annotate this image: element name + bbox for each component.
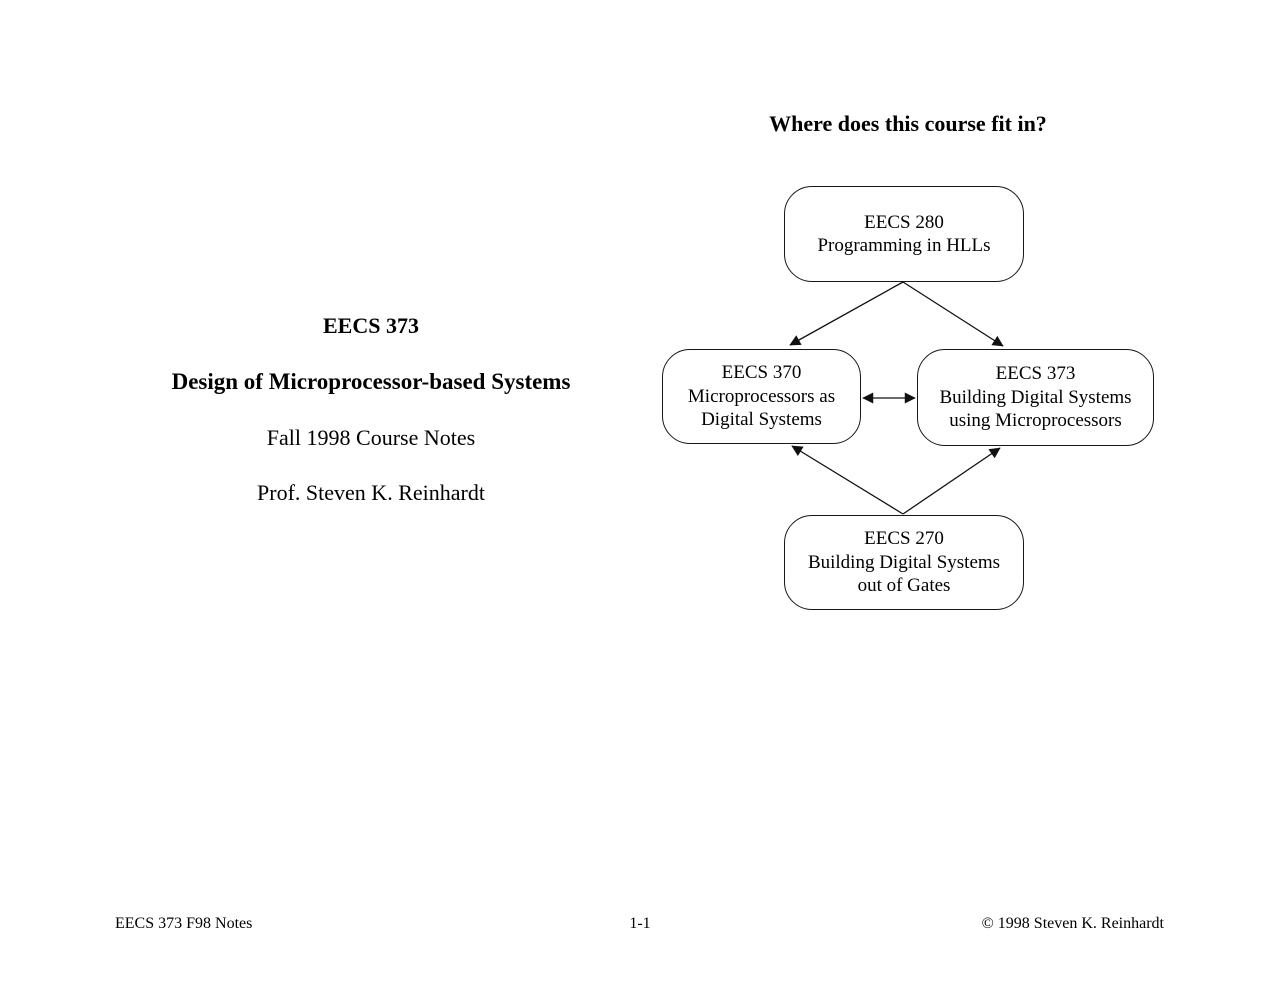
arrow-280-to-373 bbox=[902, 281, 1004, 347]
node-line: EECS 280 bbox=[864, 211, 944, 233]
node-line: Microprocessors as bbox=[687, 385, 836, 407]
node-line: Digital Systems bbox=[701, 409, 822, 431]
arrow-270-to-370 bbox=[791, 445, 904, 515]
node-line: using Microprocessors bbox=[949, 410, 1122, 432]
arrow-280-to-370 bbox=[789, 281, 904, 346]
node-line: EECS 373 bbox=[995, 363, 1076, 385]
slide-title: Where does this course fit in? bbox=[769, 111, 1047, 136]
footer-page-number: 1-1 bbox=[629, 915, 651, 932]
node-line: Building Digital Systems bbox=[807, 551, 1001, 573]
course-node-eecs373: EECS 373 Building Digital Systems using … bbox=[917, 349, 1154, 446]
course-instructor: Prof. Steven K. Reinhardt bbox=[257, 480, 485, 505]
arrow-270-to-373 bbox=[902, 447, 1001, 515]
course-title: Design of Microprocessor-based Systems bbox=[171, 369, 571, 394]
node-line: EECS 270 bbox=[864, 528, 944, 550]
course-code: EECS 373 bbox=[323, 313, 419, 338]
course-node-eecs370: EECS 370 Microprocessors as Digital Syst… bbox=[662, 349, 861, 444]
course-node-eecs270: EECS 270 Building Digital Systems out of… bbox=[784, 515, 1024, 610]
node-line: EECS 370 bbox=[721, 362, 802, 384]
course-node-eecs280: EECS 280 Programming in HLLs bbox=[784, 186, 1024, 282]
node-line: Building Digital Systems bbox=[939, 386, 1132, 408]
node-line: Programming in HLLs bbox=[817, 235, 991, 256]
footer-copyright: © 1998 Steven K. Reinhardt bbox=[981, 915, 1164, 932]
footer-notes-label: EECS 373 F98 Notes bbox=[115, 915, 253, 932]
node-line: out of Gates bbox=[857, 575, 951, 597]
course-term: Fall 1998 Course Notes bbox=[266, 425, 476, 450]
